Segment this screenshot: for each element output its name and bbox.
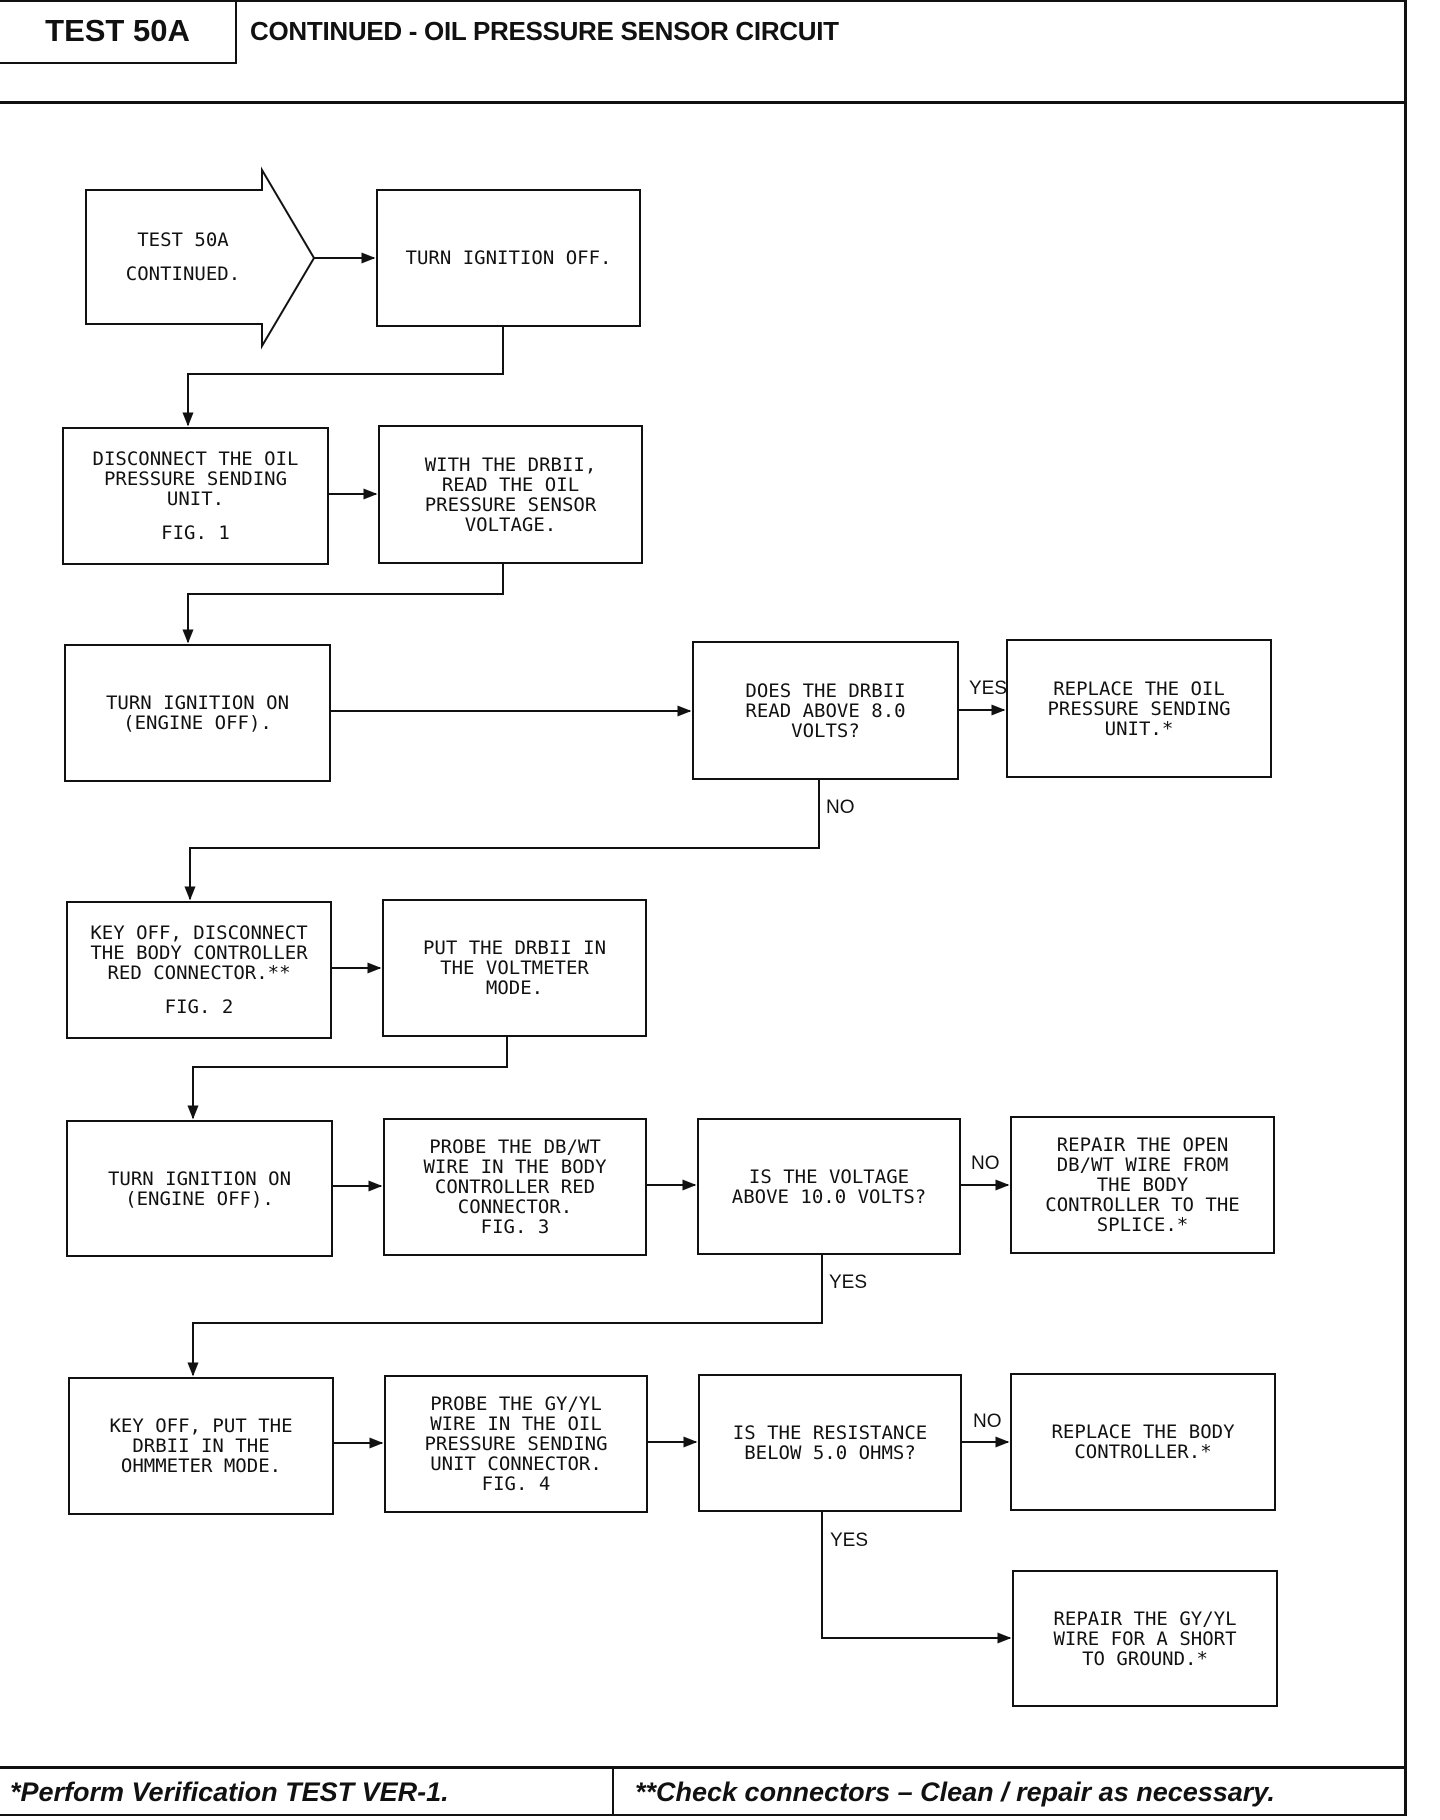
step-probe-db-wt-text: PROBE THE DB/WT WIRE IN THE BODY CONTROL… xyxy=(423,1136,607,1238)
step-repair-db-wt-text: REPAIR THE OPEN DB/WT WIRE FROM THE BODY… xyxy=(1045,1134,1240,1236)
page-frame xyxy=(0,0,1407,1816)
step-probe-db-wt: PROBE THE DB/WT WIRE IN THE BODY CONTROL… xyxy=(383,1118,647,1256)
step-key-off-disconnect-text: KEY OFF, DISCONNECT THE BODY CONTROLLER … xyxy=(90,922,308,984)
step-repair-gy-yl: REPAIR THE GY/YL WIRE FOR A SHORT TO GRO… xyxy=(1012,1570,1278,1707)
footer-divider xyxy=(612,1769,614,1816)
step-probe-gy-yl-text: PROBE THE GY/YL WIRE IN THE OIL PRESSURE… xyxy=(424,1393,608,1495)
label-no-below-5: NO xyxy=(973,1411,1002,1432)
page-title: CONTINUED - OIL PRESSURE SENSOR CIRCUIT xyxy=(250,16,839,46)
step-replace-body-controller: REPLACE THE BODY CONTROLLER.* xyxy=(1010,1373,1276,1511)
step-turn-ignition-off: TURN IGNITION OFF. xyxy=(376,189,641,327)
footer-connector-note: **Check connectors – Clean / repair as n… xyxy=(635,1777,1275,1807)
header: TEST 50A CONTINUED - OIL PRESSURE SENSOR… xyxy=(0,0,1407,104)
connector-ignition-off-to-disconnect xyxy=(182,327,504,427)
footer-verification-note: *Perform Verification TEST VER-1. xyxy=(10,1777,449,1807)
entry-arrow-shape xyxy=(85,166,316,350)
label-yes-replace-sending: YES xyxy=(969,678,1008,699)
connector-decision-5-yes xyxy=(821,1510,1012,1644)
fig-1-label: FIG. 1 xyxy=(161,522,230,544)
fig-2-label: FIG. 2 xyxy=(164,996,234,1018)
step-turn-ignition-on-2: TURN IGNITION ON (ENGINE OFF). xyxy=(66,1120,333,1257)
step-read-voltage-text: WITH THE DRBII, READ THE OIL PRESSURE SE… xyxy=(424,453,597,536)
step-turn-ignition-on-1: TURN IGNITION ON (ENGINE OFF). xyxy=(64,644,331,782)
label-no-above-8: NO xyxy=(826,797,855,818)
step-replace-sending-unit-text: REPLACE THE OIL PRESSURE SENDING UNIT.* xyxy=(1047,677,1231,740)
connector-read-to-ignition-on xyxy=(182,563,504,644)
label-yes-above-10: YES xyxy=(829,1272,868,1293)
connector-decision-8-no xyxy=(184,779,820,901)
step-probe-gy-yl: PROBE THE GY/YL WIRE IN THE OIL PRESSURE… xyxy=(384,1375,648,1513)
connector-voltmeter-to-ignition-on xyxy=(187,1037,508,1120)
decision-above-10-text: IS THE VOLTAGE ABOVE 10.0 VOLTS? xyxy=(731,1165,927,1208)
decision-above-8-volts: DOES THE DRBII READ ABOVE 8.0 VOLTS? xyxy=(692,641,959,780)
step-ohmmeter-mode: KEY OFF, PUT THE DRBII IN THE OHMMETER M… xyxy=(68,1377,334,1515)
step-replace-sending-unit: REPLACE THE OIL PRESSURE SENDING UNIT.* xyxy=(1006,639,1272,778)
step-ignition-on-1-text: TURN IGNITION ON (ENGINE OFF). xyxy=(105,692,290,734)
entry-label: TEST 50A CONTINUED. xyxy=(103,223,263,291)
test-id-tag: TEST 50A xyxy=(0,0,237,64)
step-replace-bc-text: REPLACE THE BODY CONTROLLER.* xyxy=(1051,1421,1235,1463)
footer: *Perform Verification TEST VER-1. **Chec… xyxy=(0,1766,1407,1816)
step-turn-ignition-off-text: TURN IGNITION OFF. xyxy=(405,247,612,269)
decision-above-8-text: DOES THE DRBII READ ABOVE 8.0 VOLTS? xyxy=(745,679,906,742)
step-repair-gy-yl-text: REPAIR THE GY/YL WIRE FOR A SHORT TO GRO… xyxy=(1053,1607,1237,1670)
step-key-off-disconnect-bc: KEY OFF, DISCONNECT THE BODY CONTROLLER … xyxy=(66,901,332,1039)
decision-below-5-text: IS THE RESISTANCE BELOW 5.0 OHMS? xyxy=(732,1422,928,1464)
step-voltmeter-text: PUT THE DRBII IN THE VOLTMETER MODE. xyxy=(422,937,607,999)
label-no-above-10: NO xyxy=(971,1153,1000,1174)
step-voltmeter-mode: PUT THE DRBII IN THE VOLTMETER MODE. xyxy=(382,899,647,1037)
step-ignition-on-2-text: TURN IGNITION ON (ENGINE OFF). xyxy=(107,1167,292,1210)
connector-decision-10-yes xyxy=(187,1253,823,1377)
step-disconnect-text: DISCONNECT THE OIL PRESSURE SENDING UNIT… xyxy=(92,448,299,510)
decision-above-10-volts: IS THE VOLTAGE ABOVE 10.0 VOLTS? xyxy=(697,1118,961,1255)
step-ohmmeter-text: KEY OFF, PUT THE DRBII IN THE OHMMETER M… xyxy=(109,1415,293,1477)
decision-below-5-ohms: IS THE RESISTANCE BELOW 5.0 OHMS? xyxy=(698,1374,962,1512)
entry-text: TEST 50A CONTINUED. xyxy=(125,229,241,285)
step-disconnect-sending-unit: DISCONNECT THE OIL PRESSURE SENDING UNIT… xyxy=(62,427,329,565)
step-repair-db-wt: REPAIR THE OPEN DB/WT WIRE FROM THE BODY… xyxy=(1010,1116,1275,1254)
label-yes-below-5: YES xyxy=(830,1530,869,1551)
step-read-sensor-voltage: WITH THE DRBII, READ THE OIL PRESSURE SE… xyxy=(378,425,643,564)
